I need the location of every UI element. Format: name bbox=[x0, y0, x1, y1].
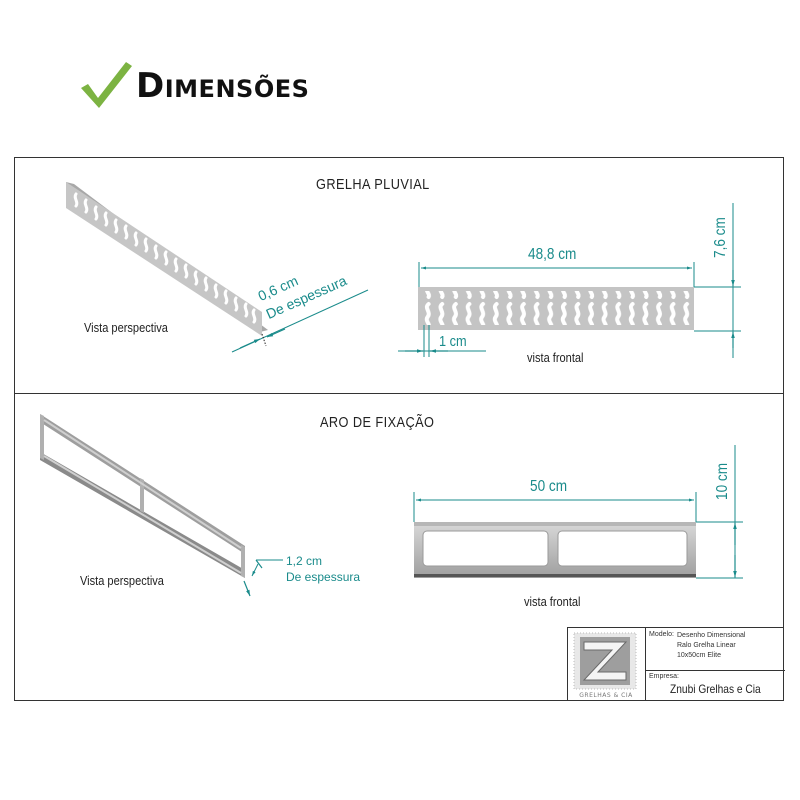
frame-frontal-drawing bbox=[413, 445, 743, 579]
model-label: Modelo: bbox=[649, 631, 674, 638]
model-field: Modelo: Desenho Dimensional Ralo Grelha … bbox=[646, 628, 785, 671]
model-line-3: 10x50cm Elite bbox=[677, 652, 721, 659]
drawing-sheet bbox=[14, 157, 784, 701]
grate-frontal-drawing bbox=[398, 203, 741, 358]
grate-width-dimension: 48,8 cm bbox=[528, 246, 577, 263]
frame-thickness-caption: De espessura bbox=[286, 570, 361, 584]
frame-perspective-drawing bbox=[40, 414, 283, 597]
section-divider bbox=[14, 393, 784, 394]
svg-text:GRELHAS & CIA: GRELHAS & CIA bbox=[579, 692, 633, 699]
company-name: Znubi Grelhas e Cia bbox=[670, 682, 761, 696]
company-field: Empresa: Znubi Grelhas e Cia bbox=[646, 671, 785, 701]
model-line-1: Desenho Dimensional bbox=[677, 632, 746, 639]
model-line-2: Ralo Grelha Linear bbox=[677, 642, 736, 649]
grate-height-dimension: 7,6 cm bbox=[712, 217, 729, 258]
section-title-grate: GRELHA PLUVIAL bbox=[316, 176, 430, 193]
company-logo: GRELHAS & CIA bbox=[568, 628, 646, 700]
title-block: GRELHAS & CIA Modelo: Desenho Dimensiona… bbox=[567, 627, 785, 701]
grate-frontal-label: vista frontal bbox=[527, 350, 584, 365]
frame-width-dimension: 50 cm bbox=[530, 478, 568, 495]
page-header: DIMENSÕES bbox=[78, 56, 309, 116]
grate-perspective-drawing bbox=[66, 182, 369, 353]
title-rest: IMENSÕES bbox=[164, 75, 310, 103]
logo-z-icon: GRELHAS & CIA bbox=[573, 632, 637, 699]
section-title-frame: ARO DE FIXAÇÃO bbox=[320, 414, 435, 431]
frame-frontal-label: vista frontal bbox=[524, 594, 581, 609]
checkmark-icon bbox=[81, 62, 132, 108]
frame-perspective-label: Vista perspectiva bbox=[80, 573, 164, 588]
frame-thickness-value: 1,2 cm bbox=[286, 554, 323, 568]
page-title: DIMENSÕES bbox=[136, 66, 309, 106]
grate-perspective-label: Vista perspectiva bbox=[84, 320, 168, 335]
frame-height-dimension: 10 cm bbox=[714, 462, 731, 500]
company-label: Empresa: bbox=[649, 673, 679, 680]
grate-margin-dimension: 1 cm bbox=[439, 333, 467, 350]
title-initial: D bbox=[136, 66, 165, 106]
